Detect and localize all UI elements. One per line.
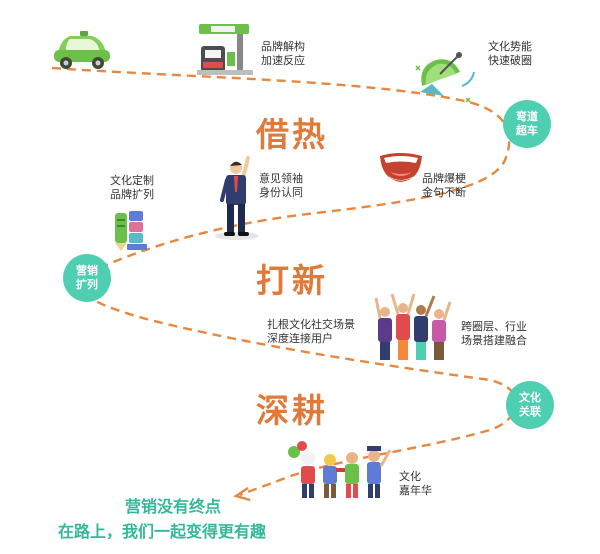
label-culture-custom: 文化定制 品牌扩列 — [110, 174, 154, 201]
heading-new: 打新 — [256, 261, 328, 300]
slogan-line-1: 营销没有终点 — [125, 497, 222, 516]
arrow-head-icon — [233, 487, 251, 502]
label-cross-circle: 跨圈层、行业 场景搭建融合 — [461, 320, 527, 347]
business-man-icon — [215, 156, 259, 240]
label-carnival: 文化 嘉年华 — [399, 470, 432, 497]
satellite-icon — [415, 52, 475, 103]
label-social-scene: 扎根文化社交场景 深度连接用户 — [267, 318, 355, 345]
label-brand-meme: 品牌爆梗 金句不断 — [422, 172, 466, 199]
heading-plough: 深耕 — [256, 391, 328, 430]
books-icon — [115, 211, 147, 251]
label-brand-deconstruct: 品牌解构 加速反应 — [261, 40, 305, 67]
label-opinion-leader: 意见领袖 身份认同 — [259, 172, 303, 199]
laughing-mouth-icon — [380, 153, 422, 182]
slogan-line-2: 在路上，我们一起变得更有趣 — [58, 522, 267, 541]
heading-borrow: 借热 — [256, 115, 328, 154]
carnival-parade-icon — [288, 441, 392, 498]
label-culture-momentum: 文化势能 快速破圈 — [488, 40, 532, 67]
car-icon — [54, 31, 110, 69]
cheering-crowd-icon — [374, 293, 452, 360]
stage-overtake: 弯道 超车 — [503, 100, 551, 148]
stage-link: 文化 关联 — [506, 381, 554, 429]
stage-expand: 营销 扩列 — [63, 254, 111, 302]
gas-station-icon — [197, 24, 253, 75]
